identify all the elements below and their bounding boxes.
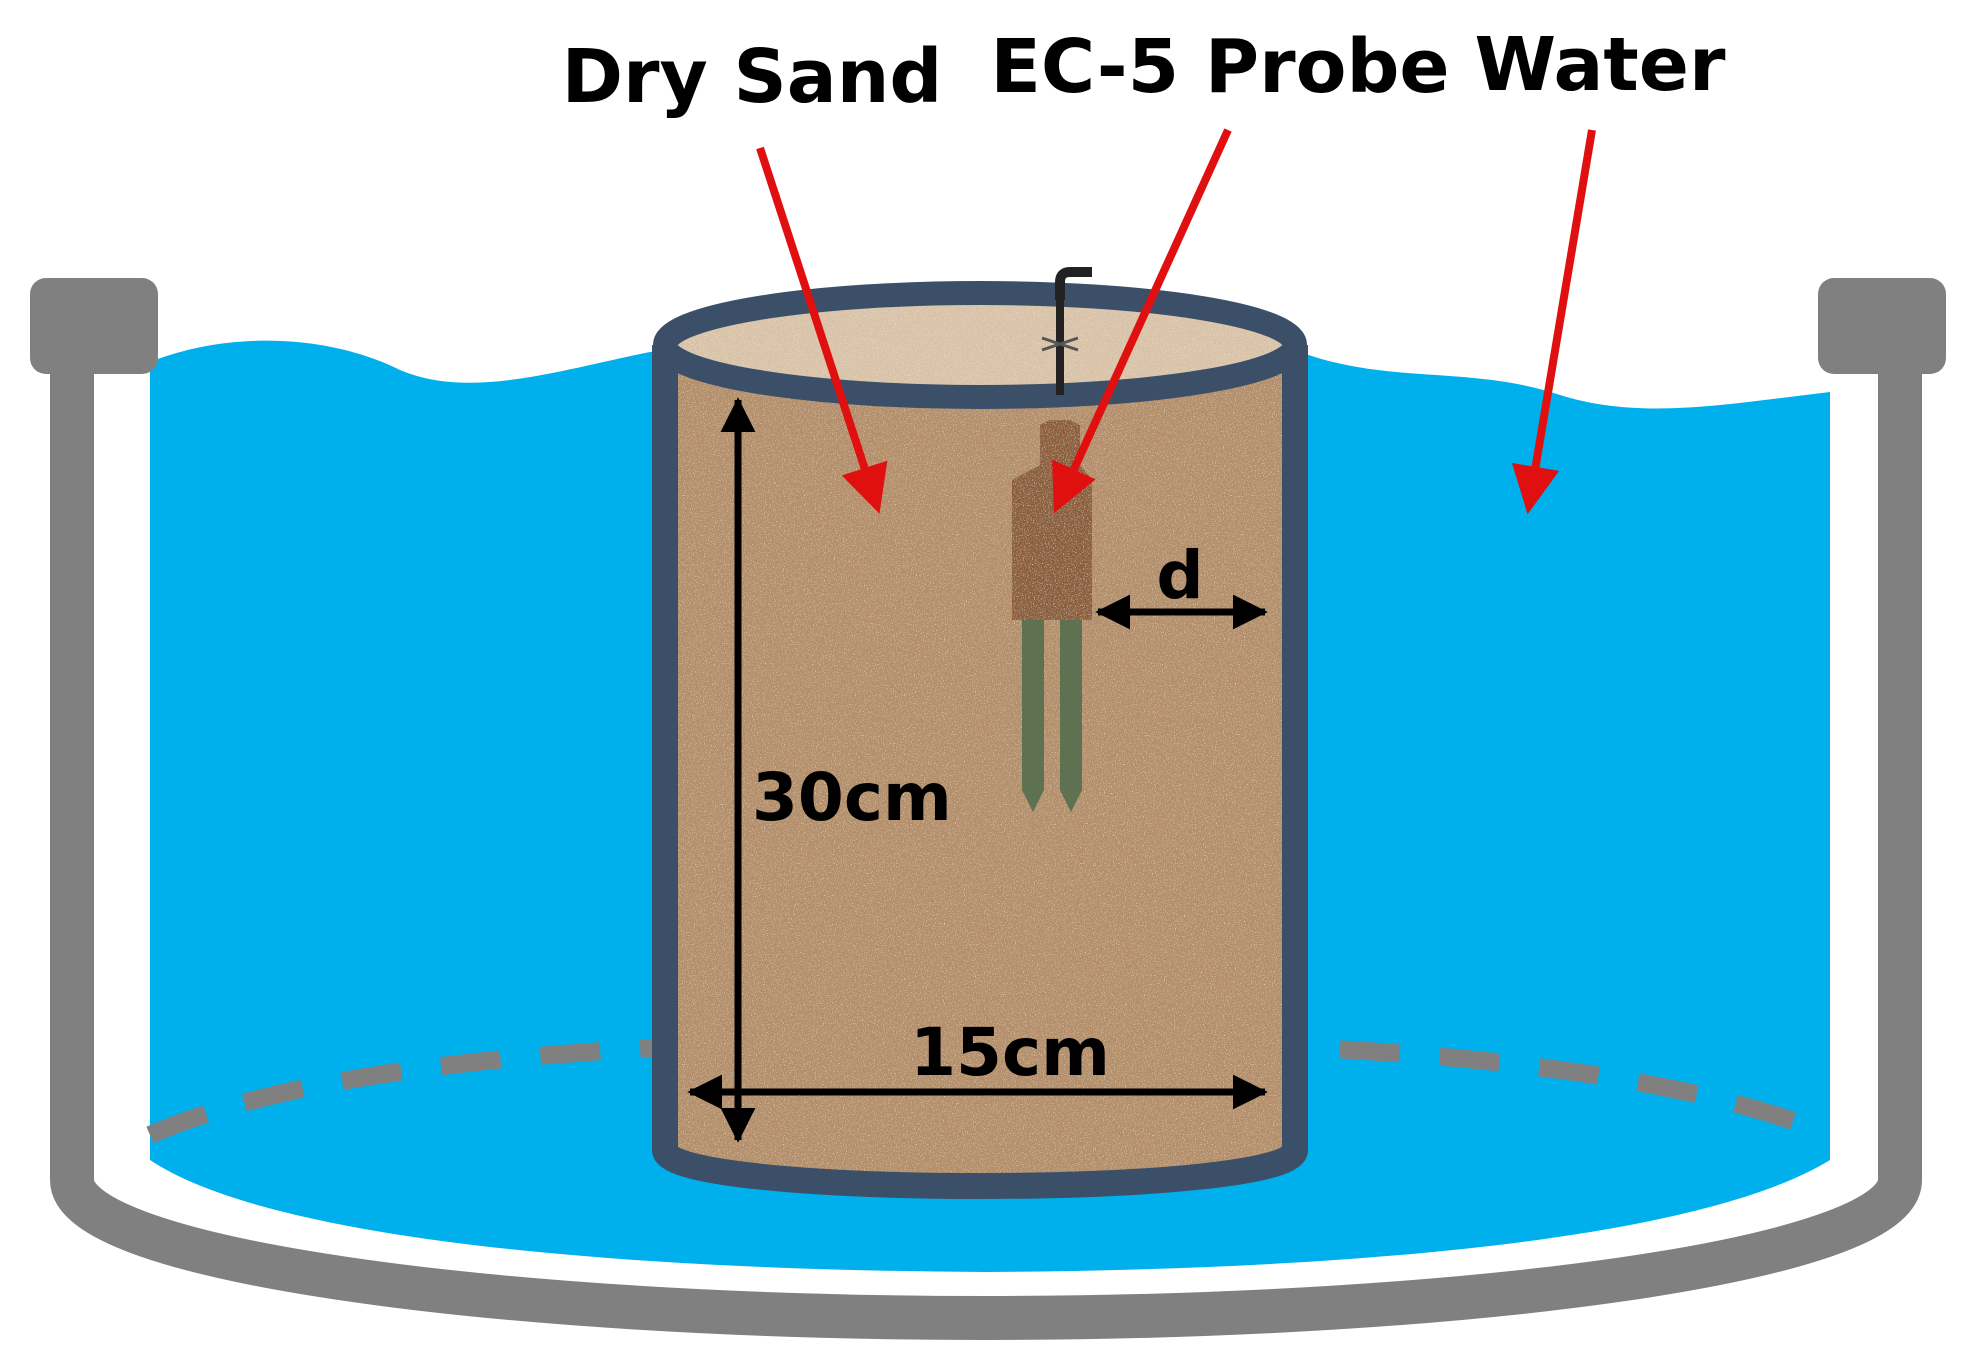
dry-sand-callout-arrow [756,146,888,514]
tank-right-rim [1818,278,1946,374]
dry-sand-label: Dry Sand [562,34,943,120]
cylinder-top-rim [653,281,1307,409]
tank-outline [50,345,1922,1340]
probe-cable-tie [1041,336,1079,352]
cylinder-wall-outline [652,345,1308,1199]
height-dimension-label: 30cm [752,759,952,836]
probe-cable-hook [1055,267,1092,300]
probe-label: EC-5 Probe [990,24,1449,110]
probe-callout-arrow [1052,128,1232,514]
cylinder-body [665,345,1295,1186]
distance-dimension-label: d [1156,537,1203,614]
probe-prong-right [1060,620,1082,812]
width-dimension-label: 15cm [910,1014,1110,1091]
tank-left-rim [30,278,158,374]
probe-prong-left [1022,620,1044,812]
sand-cylinder [652,281,1308,1199]
water-label: Water [1475,22,1726,108]
cylinder-top-opening [665,293,1295,397]
water-callout-arrow [1511,129,1596,515]
